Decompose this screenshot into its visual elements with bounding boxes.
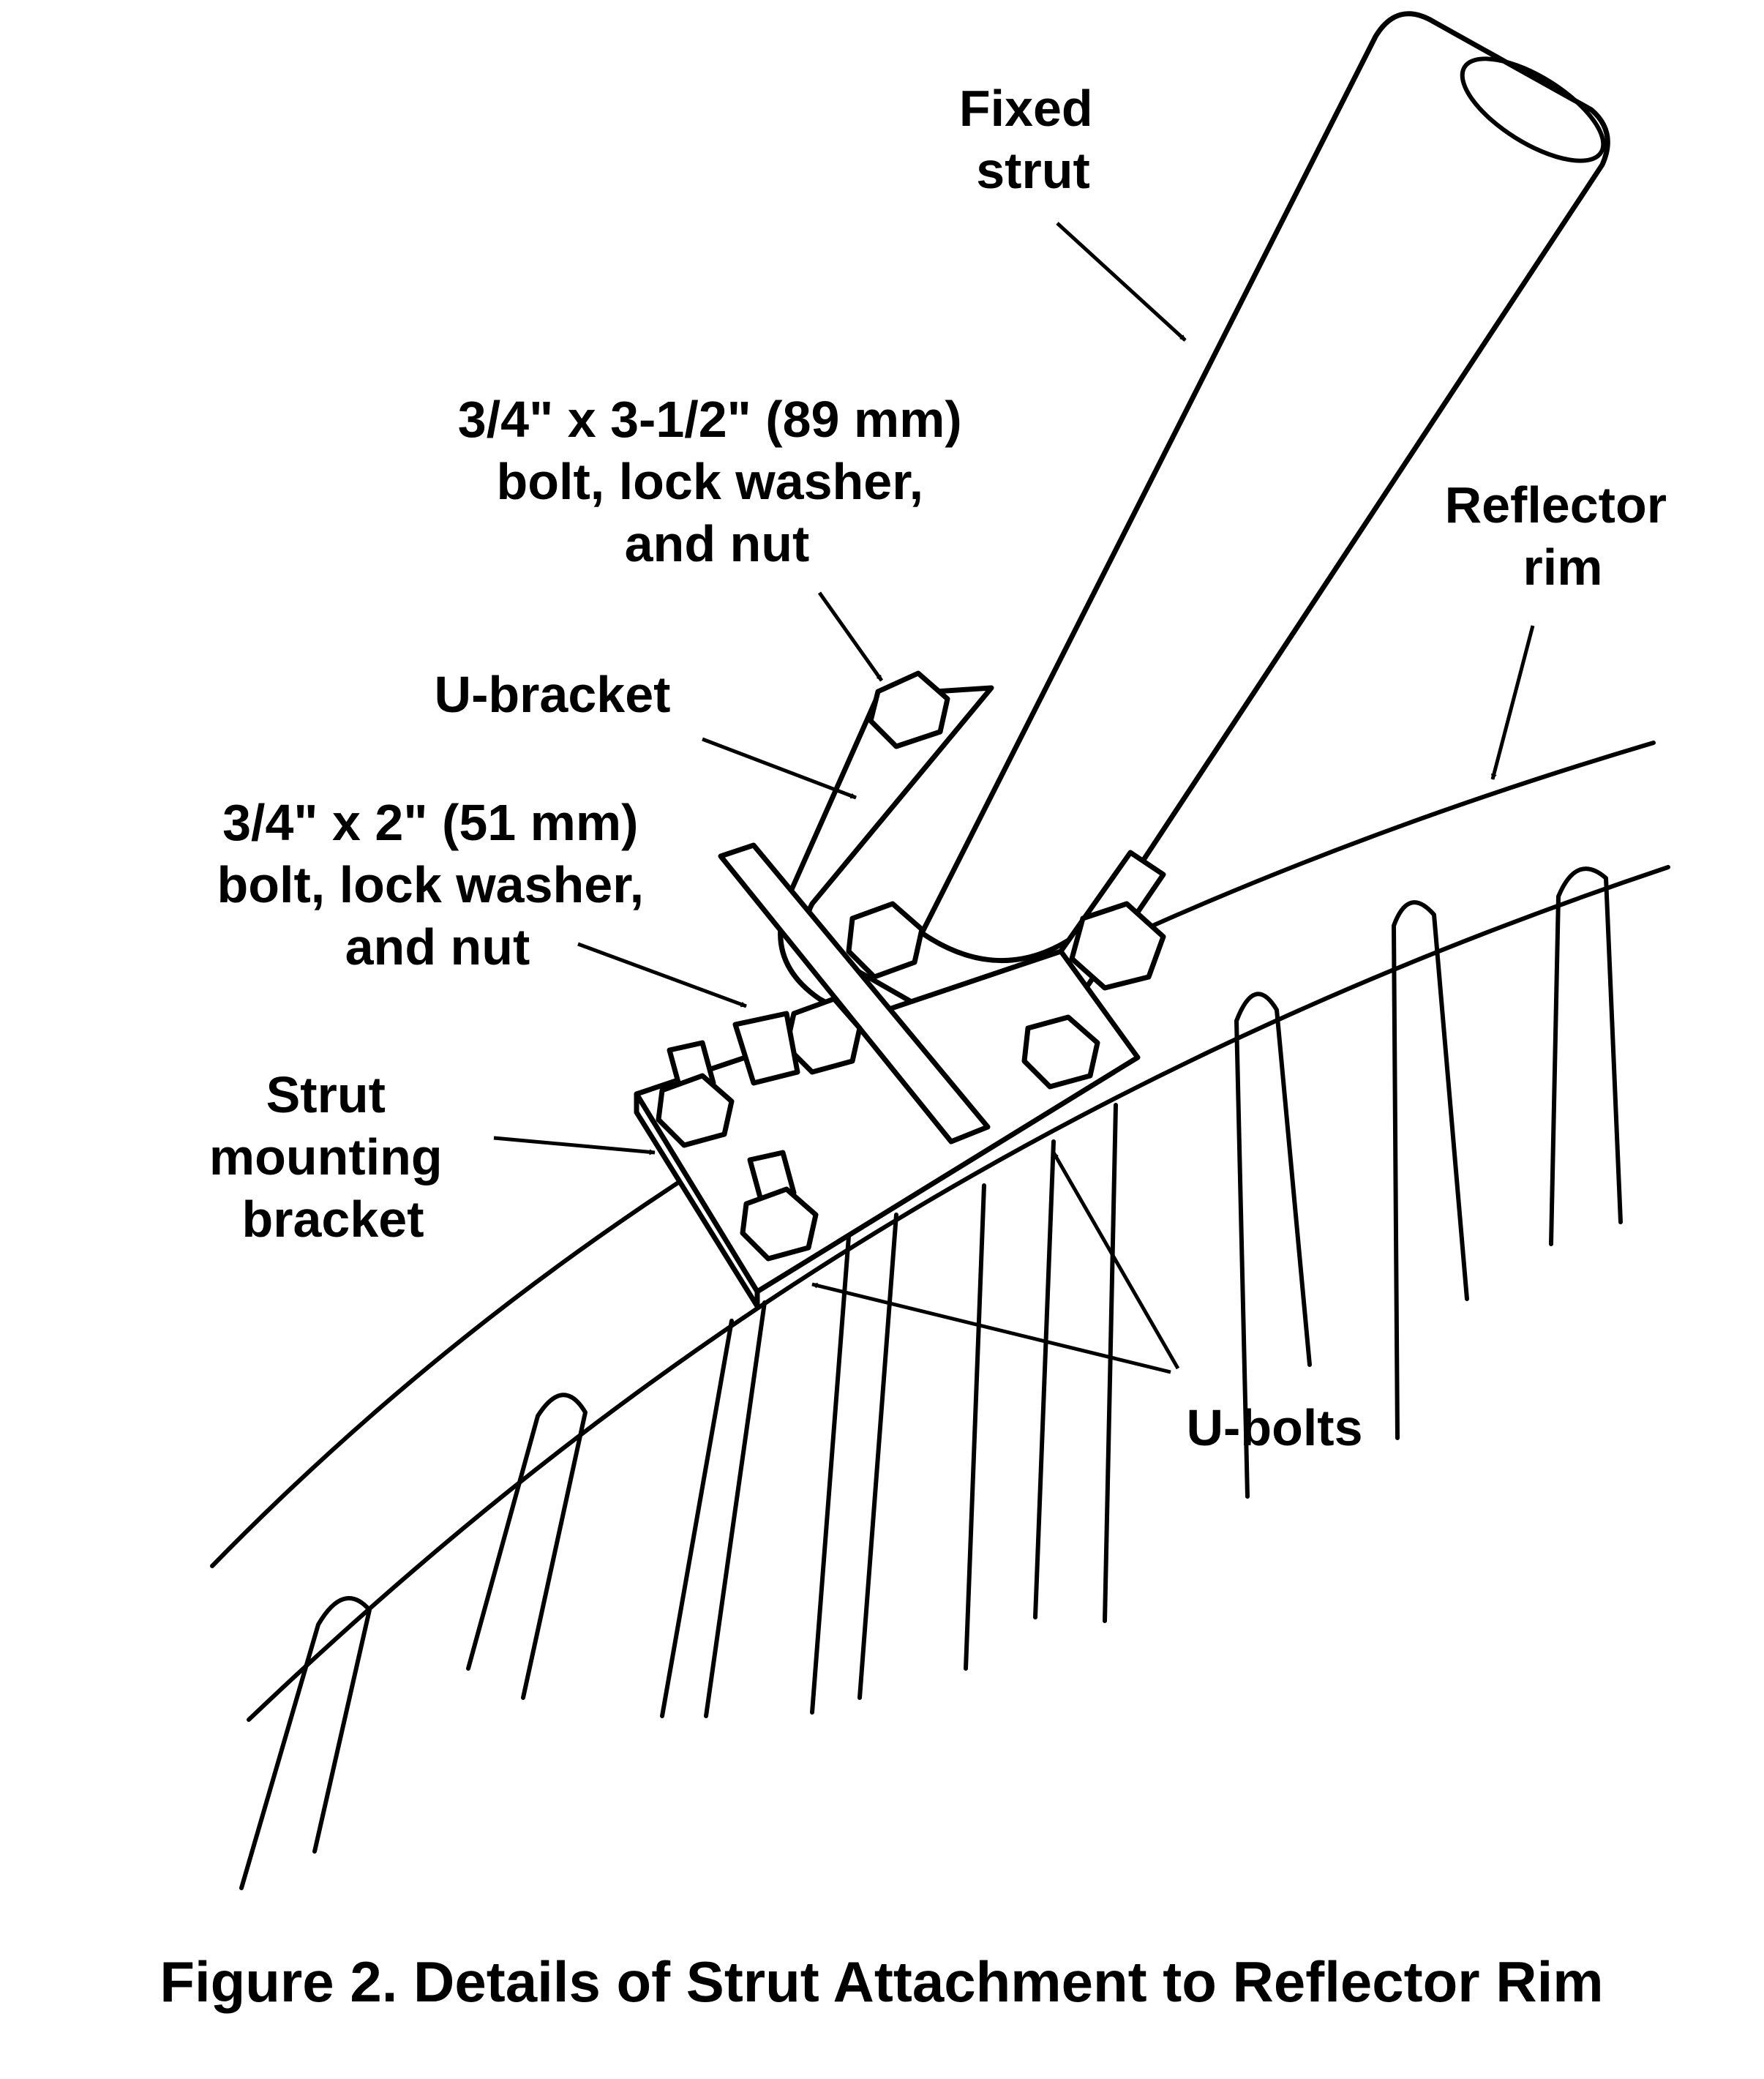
bolts-and-nuts bbox=[656, 670, 1166, 1262]
label-fixed-strut: Fixed strut bbox=[959, 80, 1107, 199]
fixed-strut-drawing bbox=[919, 11, 1610, 963]
reflector-ribs bbox=[239, 866, 1623, 1890]
label-strut-mounting-bracket: Strut mounting bracket bbox=[209, 1066, 457, 1248]
leader-arrows bbox=[493, 222, 1535, 1374]
label-reflector-rim: Reflector rim bbox=[1445, 476, 1681, 596]
label-long-bolt: 3/4" x 3-1/2" (89 mm) bolt, lock washer,… bbox=[458, 391, 976, 572]
label-short-bolt: 3/4" x 2" (51 mm) bolt, lock washer, and… bbox=[217, 794, 658, 975]
figure-caption: Figure 2. Details of Strut Attachment to… bbox=[159, 1949, 1603, 2014]
label-u-bracket: U-bracket bbox=[435, 666, 671, 723]
label-u-bolts: U-bolts bbox=[1186, 1399, 1362, 1456]
